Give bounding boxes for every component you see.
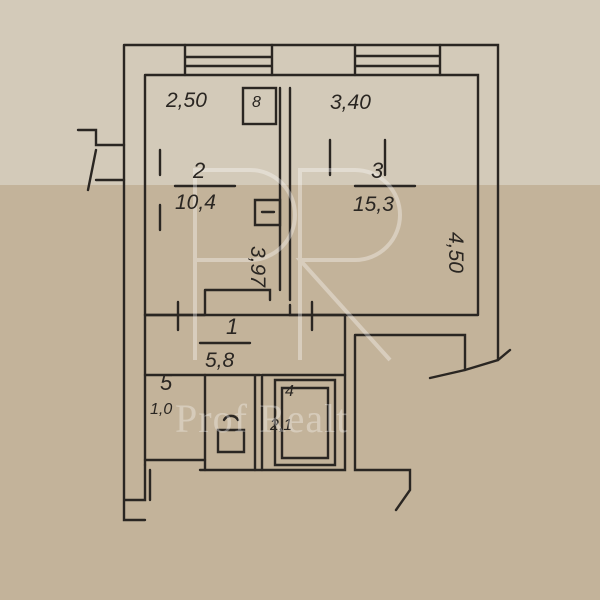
storage-wall	[143, 373, 207, 502]
room-3-area: 15,3	[353, 193, 394, 216]
room-length-label: 4,50	[444, 232, 467, 273]
room-3-number: 3	[371, 158, 384, 183]
room-4-area: 2,1	[270, 417, 293, 434]
watermark-text: Prof Realt	[175, 396, 349, 441]
room-2-area: 10,4	[175, 191, 216, 214]
room-5-area: 1,0	[150, 401, 173, 418]
balcony-stub	[76, 128, 126, 192]
window-room	[353, 43, 442, 77]
corridor-wall	[143, 313, 347, 472]
dimension-ticks	[158, 138, 387, 332]
room-1-area: 5,8	[205, 349, 235, 372]
kitchen-sink	[253, 198, 282, 227]
room-4-number: 4	[285, 383, 294, 400]
room-1-number: 1	[226, 314, 239, 339]
right-block	[353, 333, 467, 512]
kitchen-length-label: 3,97	[246, 246, 269, 287]
room-underlines	[173, 184, 417, 345]
stove-symbol: 8	[252, 94, 261, 111]
bathtub	[273, 378, 337, 467]
inner-outer-wall	[143, 73, 480, 467]
window-kitchen	[183, 43, 274, 77]
partition-kitchen-room	[278, 86, 292, 302]
paper-lower	[0, 185, 600, 600]
room-2-number: 2	[193, 158, 206, 183]
right-angle	[428, 348, 512, 380]
outer-wall	[122, 43, 500, 522]
wc-walls	[203, 373, 262, 472]
paper-upper	[0, 0, 600, 185]
stove-box	[241, 86, 278, 126]
watermark-logo-icon	[193, 168, 402, 362]
bath-walls	[260, 373, 347, 472]
kitchen-width-label: 2,50	[166, 89, 207, 112]
toilet	[216, 414, 246, 454]
room-5-number: 5	[160, 370, 173, 395]
room-width-label: 3,40	[330, 91, 371, 114]
